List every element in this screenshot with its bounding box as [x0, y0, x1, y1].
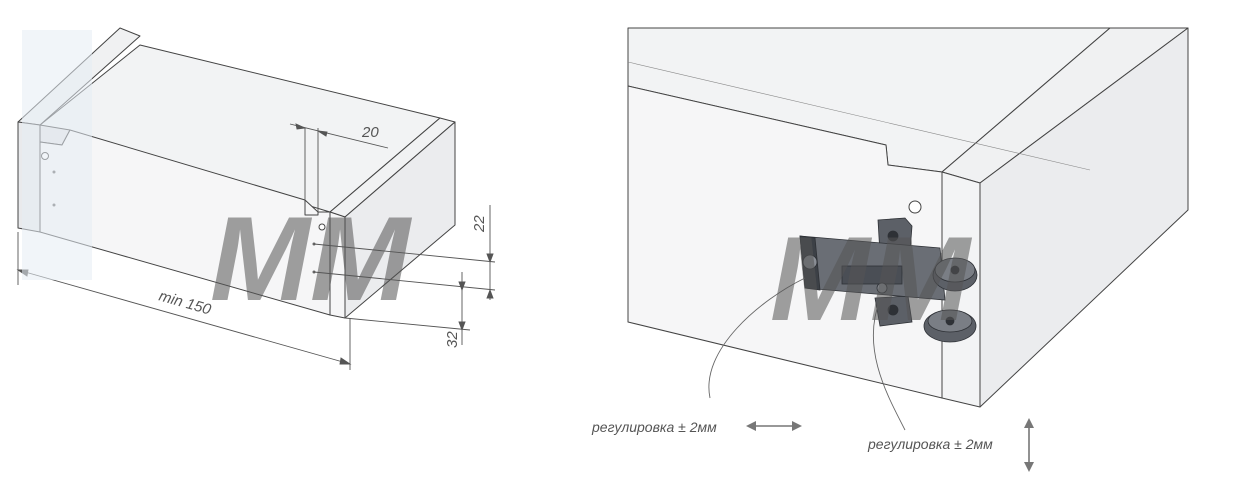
leader-lines: [708, 277, 906, 431]
drill-hole: [318, 223, 326, 231]
left-dimensions: [16, 123, 496, 370]
note-vertical: регулировка ± 2мм: [867, 436, 993, 452]
dim-right-lower-label: 32: [444, 331, 461, 348]
dim-length-label: min 150: [157, 288, 214, 319]
hinge: [799, 217, 978, 343]
right-drawing: [627, 27, 1189, 408]
vertical-arrow-icon: [1024, 418, 1034, 472]
svg-text:MM: MM: [210, 192, 413, 326]
svg-text:MM: MM: [770, 212, 973, 346]
end-block-side: [344, 121, 456, 319]
dim-right-upper-label: 22: [471, 215, 488, 233]
note-horizontal: регулировка ± 2мм: [591, 419, 717, 435]
watermark-logo: MM MM: [22, 30, 973, 346]
adjust-screw-icon: [802, 254, 818, 270]
horizontal-arrow-icon: [746, 421, 802, 431]
cabinet-drill-hole: [908, 200, 922, 214]
groove-notch: [304, 200, 319, 216]
dim-top-label: 20: [361, 124, 379, 141]
